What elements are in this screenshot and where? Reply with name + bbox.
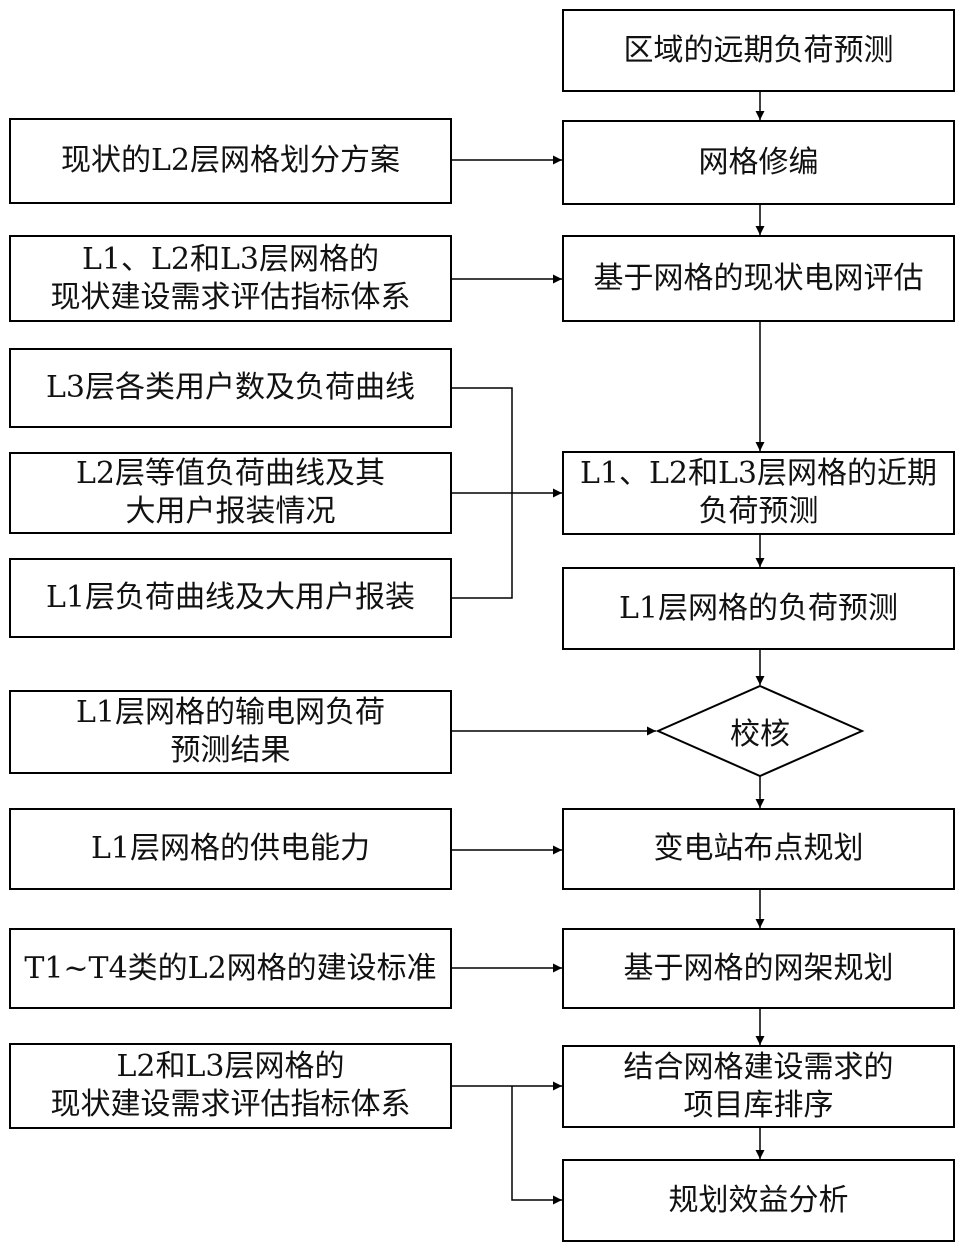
transmission-forecast-box: L1层网格的输电网负荷 预测结果 [9,690,452,774]
construction-standard-box: T1~T4类的L2网格的建设标准 [9,928,452,1009]
l3-users-curves-box: L3层各类用户数及负荷曲线 [9,348,452,428]
regional-forecast-box: 区域的远期负荷预测 [562,9,955,92]
verify-label: 校核 [730,717,790,752]
verify-diamond [655,684,865,778]
l1-capacity-box: L1层网格的供电能力 [9,808,452,890]
grid-revision-box: 网格修编 [562,120,955,205]
l1-forecast-box: L1层网格的负荷预测 [562,567,955,650]
substation-planning-box: 变电站布点规划 [562,808,955,890]
l1-curves-box: L1层负荷曲线及大用户报装 [9,558,452,638]
index-system-l123-box: L1、L2和L3层网格的 现状建设需求评估指标体系 [9,235,452,322]
grid-assessment-box: 基于网格的现状电网评估 [562,235,955,322]
l2-curves-box: L2层等值负荷曲线及其 大用户报装情况 [9,452,452,534]
index-system-l23-box: L2和L3层网格的 现状建设需求评估指标体系 [9,1043,452,1129]
network-planning-box: 基于网格的网架规划 [562,928,955,1009]
project-ranking-box: 结合网格建设需求的 项目库排序 [562,1045,955,1128]
arrow-index-to-benefit [511,1086,562,1205]
near-term-forecast-box: L1、L2和L3层网格的近期 负荷预测 [562,451,955,535]
benefit-analysis-box: 规划效益分析 [562,1159,955,1242]
l2-partition-box: 现状的L2层网格划分方案 [9,118,452,204]
